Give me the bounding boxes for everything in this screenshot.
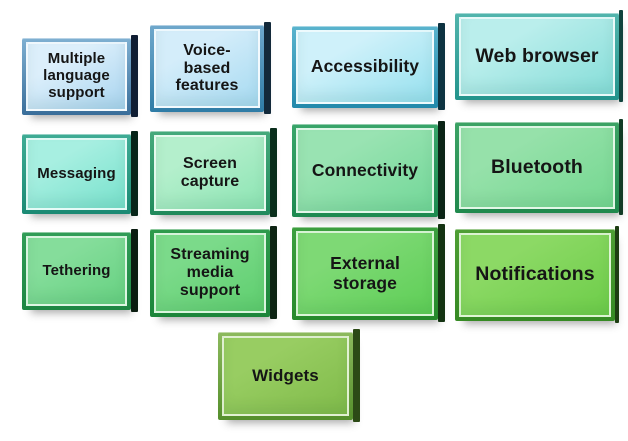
feature-box-label: External storage <box>330 252 400 293</box>
feature-box-label: Bluetooth <box>491 155 583 178</box>
box-frame: Web browser <box>455 13 619 100</box>
feature-box-tethering: Tethering <box>22 232 131 310</box>
box-face: External storage <box>296 231 434 316</box>
box-face: Streaming media support <box>154 233 266 313</box>
box-face: Accessibility <box>296 30 434 104</box>
feature-box-screen-capture: Screen capture <box>150 131 270 215</box>
box-face: Voice-based features <box>154 29 260 108</box>
box-frame: External storage <box>292 227 438 320</box>
feature-box-notifications: Notifications <box>455 229 615 321</box>
feature-box-widgets: Widgets <box>218 332 353 420</box>
box-face: Web browser <box>459 17 615 96</box>
box-frame: Widgets <box>218 332 353 420</box>
box-face: Widgets <box>222 336 349 416</box>
box-frame: Messaging <box>22 134 131 214</box>
feature-box-label: Voice-based features <box>175 41 239 95</box>
feature-box-label: Multiple language support <box>43 50 110 101</box>
box-frame: Streaming media support <box>150 229 270 317</box>
feature-box-voice-based-features: Voice-based features <box>150 25 264 112</box>
box-frame: Notifications <box>455 229 615 321</box>
box-frame: Connectivity <box>292 124 438 217</box>
box-frame: Accessibility <box>292 26 438 108</box>
box-frame: Voice-based features <box>150 25 264 112</box>
feature-box-multiple-language-support: Multiple language support <box>22 38 131 115</box>
box-frame: Tethering <box>22 232 131 310</box>
feature-box-bluetooth: Bluetooth <box>455 122 619 213</box>
box-frame: Multiple language support <box>22 38 131 115</box>
box-face: Tethering <box>26 236 127 306</box>
feature-box-messaging: Messaging <box>22 134 131 214</box>
feature-box-label: Web browser <box>475 44 599 67</box>
box-face: Screen capture <box>154 135 266 211</box>
box-face: Connectivity <box>296 128 434 213</box>
feature-box-label: Tethering <box>42 261 111 279</box>
box-face: Multiple language support <box>26 42 127 111</box>
box-face: Bluetooth <box>459 126 615 209</box>
feature-box-streaming-media-support: Streaming media support <box>150 229 270 317</box>
feature-box-label: Messaging <box>37 164 116 182</box>
box-face: Messaging <box>26 138 127 210</box>
feature-box-connectivity: Connectivity <box>292 124 438 217</box>
feature-box-external-storage: External storage <box>292 227 438 320</box>
feature-box-label: Accessibility <box>310 56 420 77</box>
feature-box-web-browser: Web browser <box>455 13 619 100</box>
box-frame: Bluetooth <box>455 122 619 213</box>
feature-box-label: Connectivity <box>311 159 419 180</box>
feature-box-label: Notifications <box>475 263 595 286</box>
feature-box-label: Screen capture <box>180 155 240 190</box>
box-frame: Screen capture <box>150 131 270 215</box>
feature-box-label: Streaming media support <box>170 246 250 299</box>
feature-box-label: Widgets <box>252 366 319 386</box>
box-face: Notifications <box>459 233 611 317</box>
feature-box-accessibility: Accessibility <box>292 26 438 108</box>
